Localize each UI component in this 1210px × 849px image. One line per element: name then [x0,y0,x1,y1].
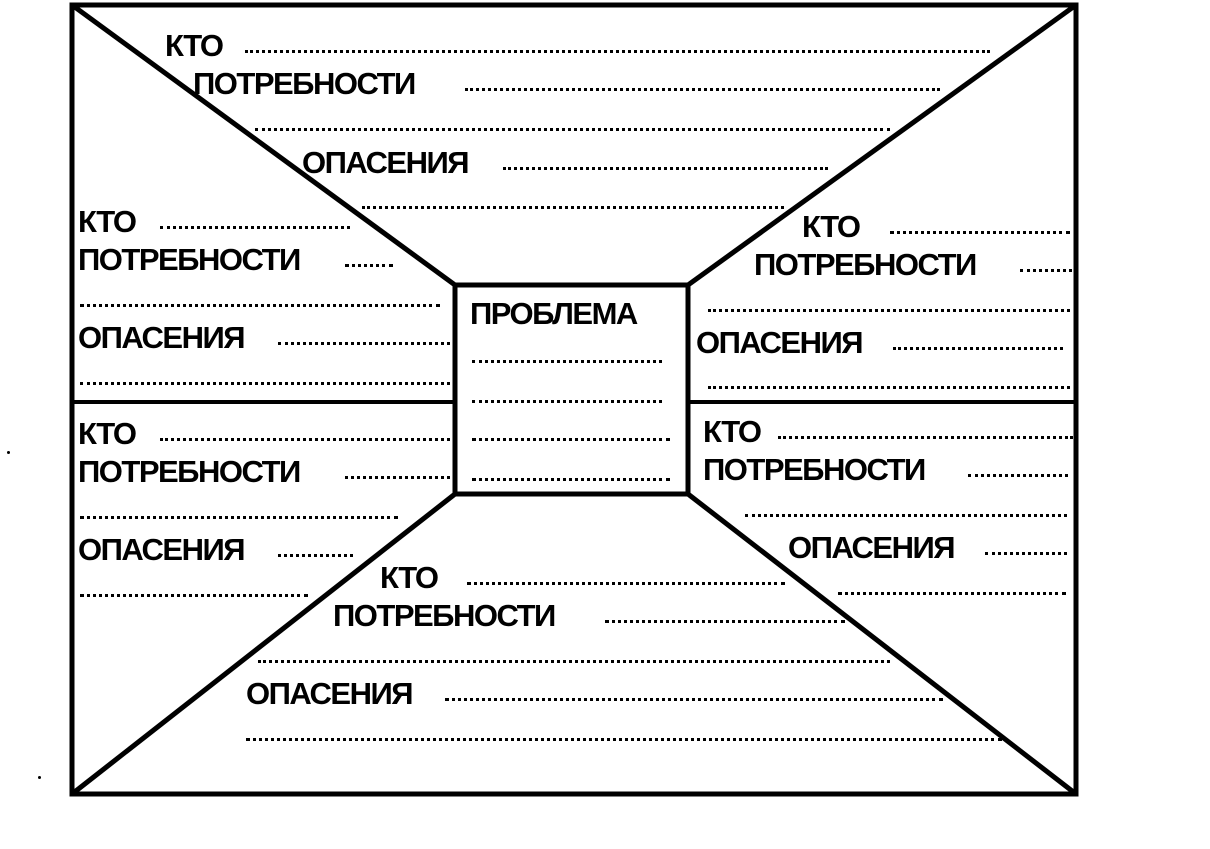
who-fill-line [890,231,1070,234]
who-label: КТО [165,28,224,63]
problem-box [452,282,691,497]
who-label: КТО [703,414,762,449]
needs-fill-line [968,474,1068,477]
who-fill-line [160,438,450,441]
needs-label: ПОТРЕБНОСТИ [193,66,416,101]
who-label: КТО [802,209,861,244]
needs-label: ПОТРЕБНОСТИ [333,598,556,633]
scan-speck [7,451,10,454]
needs-extra-line [80,304,440,307]
scan-speck [38,776,41,779]
fears-extra-line [708,386,1070,389]
fears-label: ОПАСЕНИЯ [696,325,864,360]
fears-label: ОПАСЕНИЯ [78,532,246,567]
needs-fill-line [345,264,393,267]
fears-label: ОПАСЕНИЯ [302,145,470,180]
problem-fill-line [472,360,662,363]
needs-extra-line [708,309,1070,312]
diagonal-bottom-left [70,492,457,796]
fears-fill-line [278,342,450,345]
needs-fill-line [1020,269,1072,272]
fears-extra-line [80,594,308,597]
diagonal-bottom-right [686,492,1078,796]
diagonal-top-left [70,2,457,288]
problem-fill-line [472,400,662,403]
fears-fill-line [278,554,353,557]
fears-extra-line [80,382,450,385]
needs-fill-line [605,620,845,623]
fears-extra-line [246,738,1002,741]
fears-label: ОПАСЕНИЯ [246,676,414,711]
fears-fill-line [893,347,1063,350]
needs-extra-line [255,128,890,131]
needs-extra-line [80,516,398,519]
problem-fill-line [472,478,670,481]
outer-frame [69,2,1079,797]
fears-extra-line [362,206,784,209]
needs-label: ПОТРЕБНОСТИ [703,452,926,487]
problem-label: ПРОБЛЕМА [470,296,638,331]
who-label: КТО [380,560,439,595]
needs-label: ПОТРЕБНОСТИ [78,454,301,489]
fears-label: ОПАСЕНИЯ [78,320,246,355]
who-label: КТО [78,416,137,451]
needs-extra-line [745,514,1067,517]
needs-fill-line [345,476,450,479]
who-fill-line [778,436,1073,439]
needs-label: ПОТРЕБНОСТИ [754,247,977,282]
who-fill-line [467,582,785,585]
who-label: КТО [78,204,137,239]
diagonal-top-right [686,2,1078,288]
fears-extra-line [838,592,1066,595]
needs-label: ПОТРЕБНОСТИ [78,242,301,277]
problem-fill-line [472,438,670,441]
needs-extra-line [258,660,890,663]
fears-fill-line [503,167,828,170]
fears-label: ОПАСЕНИЯ [788,530,956,565]
who-fill-line [245,50,990,53]
who-fill-line [160,226,350,229]
needs-fill-line [465,88,940,91]
fears-fill-line [985,552,1067,555]
fears-fill-line [445,698,943,701]
